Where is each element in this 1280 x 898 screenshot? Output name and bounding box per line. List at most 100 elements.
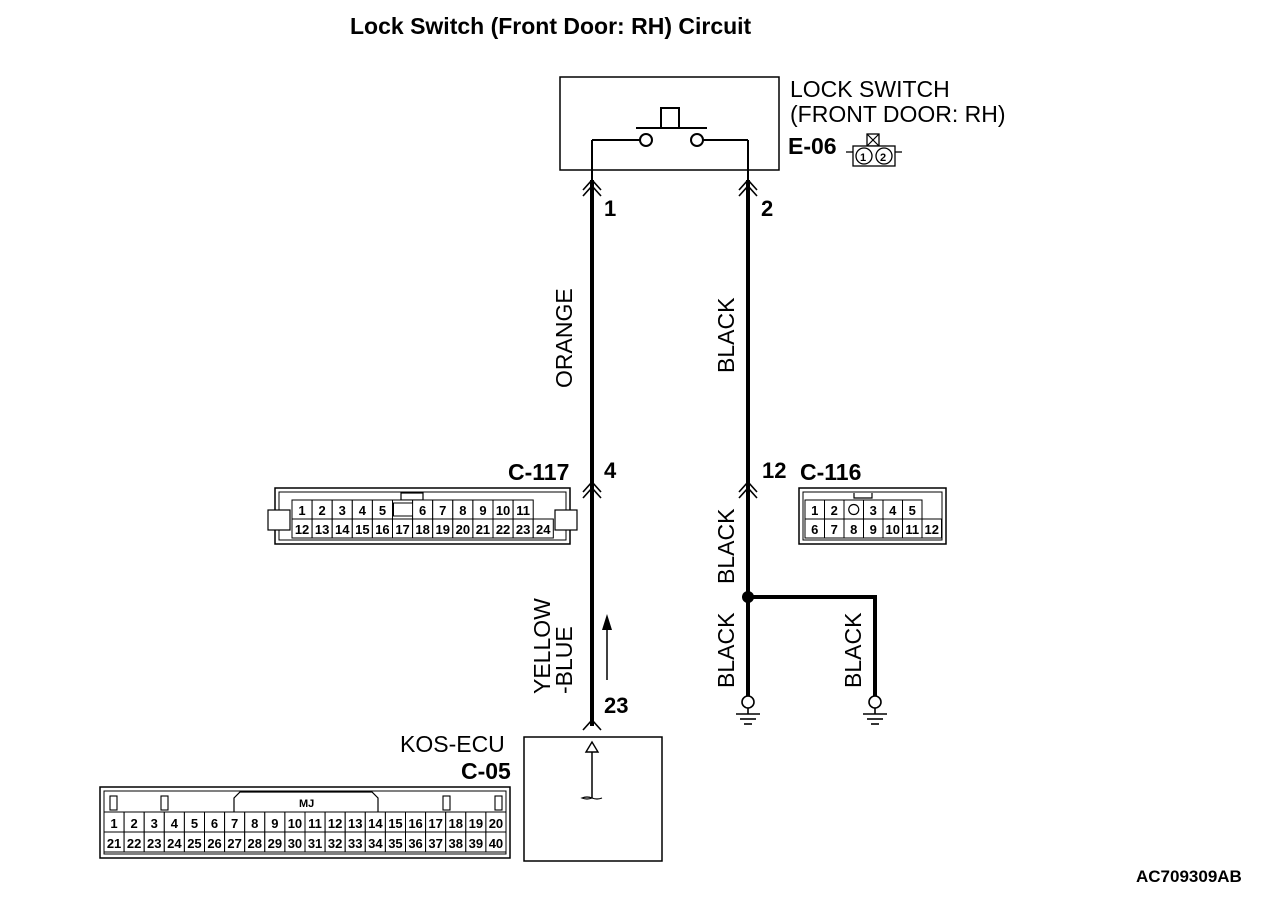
signal-arrow-icon [602, 614, 612, 680]
connector-pin-label: 6 [811, 522, 818, 537]
connector-pin-label: 11 [308, 816, 322, 831]
connector-pin-label: 33 [348, 836, 362, 851]
connector-pin-label: 21 [476, 522, 490, 537]
pin-number: 2 [761, 196, 773, 221]
diagram-title: Lock Switch (Front Door: RH) Circuit [350, 13, 752, 39]
wire-black-branch [748, 595, 877, 702]
connector-pin-label: 9 [479, 503, 486, 518]
wire-color-label: YELLOW [529, 598, 555, 694]
wire-color-label: BLACK [713, 612, 739, 688]
connector-pin-label: 29 [268, 836, 282, 851]
connector-pin-label: 6 [211, 816, 218, 831]
connector-pin-label: 19 [436, 522, 450, 537]
connector-pin-label: 40 [489, 836, 503, 851]
connector-pin-label: 12 [295, 522, 309, 537]
connector-code-c116: C-116 [800, 459, 861, 485]
ecu-name: KOS-ECU [400, 731, 505, 757]
connector-pin-label: 16 [375, 522, 389, 537]
connector-pin-label: 10 [288, 816, 302, 831]
connector-pin-label: 2 [131, 816, 138, 831]
connector-pin-label: 5 [909, 503, 916, 518]
connector-pin-label: 36 [408, 836, 422, 851]
connector-pin-label: 4 [171, 816, 179, 831]
connector-pin-label: 3 [339, 503, 346, 518]
connector-pin-label: 20 [489, 816, 503, 831]
connector-pin-label: 14 [368, 816, 383, 831]
connector-pin-label: 11 [905, 522, 919, 537]
connector-pin-label: 9 [271, 816, 278, 831]
connector-pin-label: 22 [496, 522, 510, 537]
mini-connector-icon: 1 2 [846, 133, 902, 167]
mini-pin-1: 1 [860, 152, 866, 164]
connector-pin-label: 1 [298, 503, 305, 518]
connector-pin-label: 39 [469, 836, 483, 851]
connector-pin-label: 31 [308, 836, 322, 851]
lock-switch-connector-code: E-06 [788, 133, 837, 159]
connector-pin-cell [485, 831, 507, 853]
pin-number: 1 [604, 196, 616, 221]
connector-pin-cell [532, 518, 554, 539]
figure-reference: AC709309AB [1136, 867, 1242, 886]
connector-pin-label: 11 [516, 503, 530, 518]
connector-pin-label: 38 [449, 836, 463, 851]
lock-switch-box [559, 76, 780, 171]
switch-symbol-icon [591, 107, 749, 180]
connector-pin-label: 8 [251, 816, 258, 831]
wire-color-label: BLACK [713, 508, 739, 584]
connector-pin-label: 3 [151, 816, 158, 831]
connector-pin-label: 14 [335, 522, 350, 537]
connector-pin-label: 3 [870, 503, 877, 518]
pin-number: 23 [604, 693, 628, 718]
connector-pin-label: 23 [147, 836, 161, 851]
connector-pin-label: 15 [388, 816, 402, 831]
connector-pin-label: 21 [107, 836, 121, 851]
connector-pin-label: 12 [925, 522, 939, 537]
wiring [590, 180, 877, 726]
connector-pin-label: 23 [516, 522, 530, 537]
connector-pin-label: 13 [348, 816, 362, 831]
connector-pin-label: 18 [415, 522, 429, 537]
connector-pin-label: 25 [187, 836, 201, 851]
connector-pin-label: 7 [231, 816, 238, 831]
connector-pin-label: 20 [456, 522, 470, 537]
connector-pin-label: 17 [428, 816, 442, 831]
lock-switch-name-2: (FRONT DOOR: RH) [790, 101, 1006, 127]
connector-pin-label: 8 [459, 503, 466, 518]
connector-pin-label: 32 [328, 836, 342, 851]
connector-pin-label: 5 [191, 816, 198, 831]
connector-pin-label: 4 [889, 503, 897, 518]
wire-color-label: BLACK [713, 297, 739, 373]
connector-pin-label: 7 [439, 503, 446, 518]
connector-pin-label: 15 [355, 522, 369, 537]
connector-pin-label: 26 [207, 836, 221, 851]
connector-pin-label: 5 [379, 503, 386, 518]
ground-icon [736, 695, 760, 725]
connector-pin-label: 1 [110, 816, 117, 831]
lock-switch: LOCK SWITCH (FRONT DOOR: RH) E-06 1 2 [559, 76, 1006, 180]
connector-pin-label: 19 [469, 816, 483, 831]
connector-pin-label: 27 [227, 836, 241, 851]
connector-pin-label: 24 [167, 836, 182, 851]
connector-pin-label: 9 [870, 522, 877, 537]
connector-pin-label: 4 [359, 503, 367, 518]
connector-pin-label: 2 [831, 503, 838, 518]
connector-pin-label: 2 [319, 503, 326, 518]
wire-color-label: BLACK [840, 612, 866, 688]
connector-pin-label: 17 [395, 522, 409, 537]
lock-switch-name: LOCK SWITCH [790, 76, 950, 102]
connector-chevrons [582, 178, 758, 731]
connector-pin-label: 1 [811, 503, 818, 518]
connector-pin-cell [921, 518, 942, 539]
connector-pin-label: 30 [288, 836, 302, 851]
ecu-tab-label: MJ [299, 798, 314, 810]
connector-pin-label: 10 [496, 503, 510, 518]
connector-pin-label: 10 [886, 522, 900, 537]
connector-pin-label: 18 [449, 816, 463, 831]
connector-pin-label: 22 [127, 836, 141, 851]
connector-pin-label: 34 [368, 836, 383, 851]
wire-color-label: ORANGE [551, 288, 577, 388]
